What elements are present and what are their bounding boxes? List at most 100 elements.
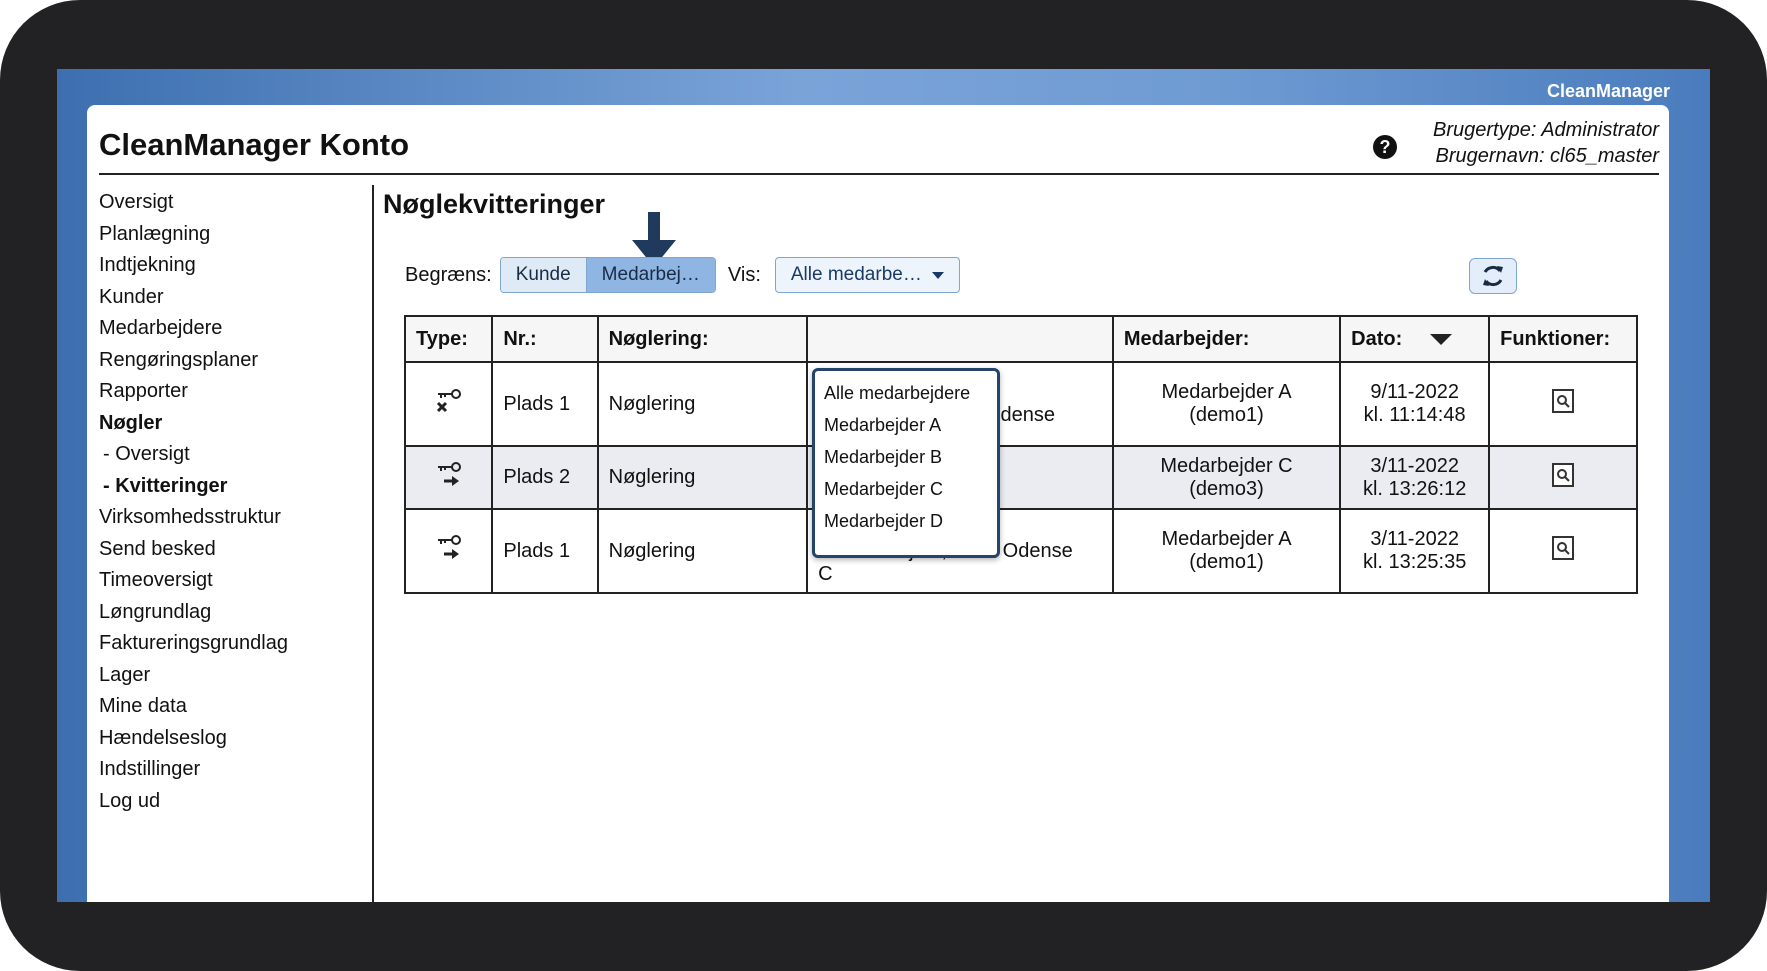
date-time: kl. 11:14:48 xyxy=(1363,404,1466,426)
filter-bar: Begræns: Kunde Medarbej… Vis: Alle medar… xyxy=(405,257,960,293)
sidebar-item-medarbejdere[interactable]: Medarbejdere xyxy=(99,317,223,339)
key-handout-icon xyxy=(437,461,461,486)
table-row: Plads 1 Nøglering ) 000 Odense Medarbejd… xyxy=(403,361,1638,447)
limit-kunde-button[interactable]: Kunde xyxy=(500,258,586,292)
sidebar-item-faktureringsgrundlag[interactable]: Faktureringsgrundlag xyxy=(99,632,288,654)
sidebar-item-virksomhedsstruktur[interactable]: Virksomhedsstruktur xyxy=(99,506,281,528)
employee-name: Medarbejder A xyxy=(1161,381,1292,403)
sidebar-item-indstillinger[interactable]: Indstillinger xyxy=(99,758,201,780)
cell-type xyxy=(403,445,494,510)
limit-segmented-control: Kunde Medarbej… xyxy=(499,257,716,293)
employee-id: (demo1) xyxy=(1189,551,1264,573)
page-title: Nøglekvitteringer xyxy=(383,189,606,219)
sidebar: Oversigt Planlægning Indtjekning Kunder … xyxy=(99,187,349,817)
help-icon[interactable]: ? xyxy=(1373,135,1397,159)
sidebar-subitem-oversigt[interactable]: - Oversigt xyxy=(103,443,190,465)
cell-key: Nøglering xyxy=(596,508,809,594)
employee-name: Medarbejder A xyxy=(1161,528,1292,550)
sidebar-item-timeoversigt[interactable]: Timeoversigt xyxy=(99,569,213,591)
employee-select[interactable]: Alle medarbe… xyxy=(774,257,960,293)
cell-employee: Medarbejder C (demo3) xyxy=(1111,445,1342,510)
view-details-icon[interactable] xyxy=(1552,389,1575,413)
limit-medarbejder-button[interactable]: Medarbej… xyxy=(585,258,715,292)
user-info: Brugertype: Administrator Brugernavn: cl… xyxy=(1433,117,1659,169)
date-time: kl. 13:26:12 xyxy=(1362,477,1467,500)
cell-nr: Plads 1 xyxy=(491,508,599,594)
user-name: Brugernavn: cl65_master xyxy=(1435,145,1659,167)
col-header-employee[interactable]: Medarbejder: xyxy=(1111,315,1342,363)
arrow-down-icon xyxy=(632,212,676,267)
sidebar-item-rapporter[interactable]: Rapporter xyxy=(99,380,188,402)
key-handout-icon xyxy=(437,535,461,559)
sidebar-item-log-ud[interactable]: Log ud xyxy=(99,789,161,812)
cell-date: 9/11-2022 kl. 11:14:48 xyxy=(1339,361,1491,447)
chevron-down-icon xyxy=(931,271,944,279)
table-row: Plads 2 Nøglering 2) Assensvej 18 Medarb… xyxy=(403,445,1638,510)
col-header-functions: Funktioner: xyxy=(1488,315,1638,363)
limit-label: Begræns: xyxy=(405,263,492,286)
cell-nr: Plads 2 xyxy=(491,445,599,510)
app-screen: CleanManager CleanManager Konto ? Bruger… xyxy=(57,69,1710,902)
date-day: 9/11-2022 xyxy=(1370,381,1459,403)
sidebar-divider xyxy=(372,185,374,902)
dropdown-option-medarbejder-b[interactable]: Medarbejder B xyxy=(824,447,943,467)
col-header-customer[interactable] xyxy=(806,315,1114,363)
view-details-icon[interactable] xyxy=(1552,536,1575,560)
sidebar-item-kunder[interactable]: Kunder xyxy=(99,285,164,308)
sidebar-item-send-besked[interactable]: Send besked xyxy=(99,537,216,560)
refresh-icon xyxy=(1483,265,1503,287)
employee-name: Medarbejder C xyxy=(1160,454,1293,477)
dropdown-option-medarbejder-a[interactable]: Medarbejder A xyxy=(824,415,942,435)
col-header-key[interactable]: Nøglering: xyxy=(596,315,809,363)
cell-type xyxy=(403,508,494,594)
header-divider xyxy=(99,173,1659,175)
sidebar-item-rengoringsplaner[interactable]: Rengøringsplaner xyxy=(99,348,258,371)
employee-select-value: Alle medarbe… xyxy=(790,264,922,285)
cell-type xyxy=(403,361,494,447)
receipts-table: Type: Nr.: Nøglering: Medarbejder: Dato:… xyxy=(403,315,1638,594)
key-returned-icon xyxy=(436,389,461,413)
cell-functions xyxy=(1488,508,1638,594)
sidebar-item-lager[interactable]: Lager xyxy=(99,663,151,686)
sidebar-item-indtjekning[interactable]: Indtjekning xyxy=(99,254,196,276)
show-label: Vis: xyxy=(727,263,761,286)
cell-date: 3/11-2022 kl. 13:26:12 xyxy=(1339,445,1491,510)
cell-functions xyxy=(1488,361,1638,447)
date-time: kl. 13:25:35 xyxy=(1362,551,1467,573)
table-header-row: Type: Nr.: Nøglering: Medarbejder: Dato:… xyxy=(403,315,1638,363)
date-day: 3/11-2022 xyxy=(1370,454,1459,477)
cell-nr: Plads 1 xyxy=(491,361,599,447)
dropdown-option-medarbejder-d[interactable]: Medarbejder D xyxy=(824,511,944,531)
sidebar-item-planlaegning[interactable]: Planlægning xyxy=(99,222,211,245)
sidebar-item-haendelseslog[interactable]: Hændelseslog xyxy=(99,726,227,749)
cell-key: Nøglering xyxy=(596,445,809,510)
col-header-date[interactable]: Dato: xyxy=(1339,315,1491,363)
app-title: CleanManager Konto xyxy=(99,127,410,162)
main-panel: CleanManager Konto ? Brugertype: Adminis… xyxy=(87,105,1669,902)
table-row: Plads 1 Nøglering Kunde A (demo1) Odense… xyxy=(403,508,1638,594)
sort-desc-icon[interactable] xyxy=(1429,333,1452,345)
cell-date: 3/11-2022 kl. 13:25:35 xyxy=(1339,508,1491,594)
employee-id: (demo1) xyxy=(1189,404,1264,426)
date-day: 3/11-2022 xyxy=(1370,528,1459,550)
cell-key: Nøglering xyxy=(596,361,809,447)
view-details-icon[interactable] xyxy=(1552,462,1575,487)
cell-functions xyxy=(1488,445,1638,510)
dropdown-option-alle[interactable]: Alle medarbejdere xyxy=(824,383,971,403)
dropdown-option-medarbejder-c[interactable]: Medarbejder C xyxy=(824,479,944,499)
employee-dropdown-menu: Alle medarbejdere Medarbejder A Medarbej… xyxy=(812,368,1000,558)
col-header-date-label: Dato: xyxy=(1351,327,1403,350)
brand-label: CleanManager xyxy=(1546,81,1670,101)
user-type: Brugertype: Administrator xyxy=(1432,119,1659,141)
sidebar-item-mine-data[interactable]: Mine data xyxy=(99,695,187,717)
sidebar-item-longrundlag[interactable]: Løngrundlag xyxy=(99,600,212,623)
sidebar-subitem-kvitteringer[interactable]: - Kvitteringer xyxy=(103,474,228,497)
sidebar-item-oversigt[interactable]: Oversigt xyxy=(99,191,174,213)
employee-id: (demo3) xyxy=(1189,477,1264,500)
col-header-nr[interactable]: Nr.: xyxy=(491,315,599,363)
cell-employee: Medarbejder A (demo1) xyxy=(1111,508,1342,594)
refresh-button[interactable] xyxy=(1469,258,1517,294)
sidebar-item-nogler[interactable]: Nøgler xyxy=(99,411,163,434)
col-header-type[interactable]: Type: xyxy=(403,315,494,363)
customer-line3: C xyxy=(818,562,833,585)
